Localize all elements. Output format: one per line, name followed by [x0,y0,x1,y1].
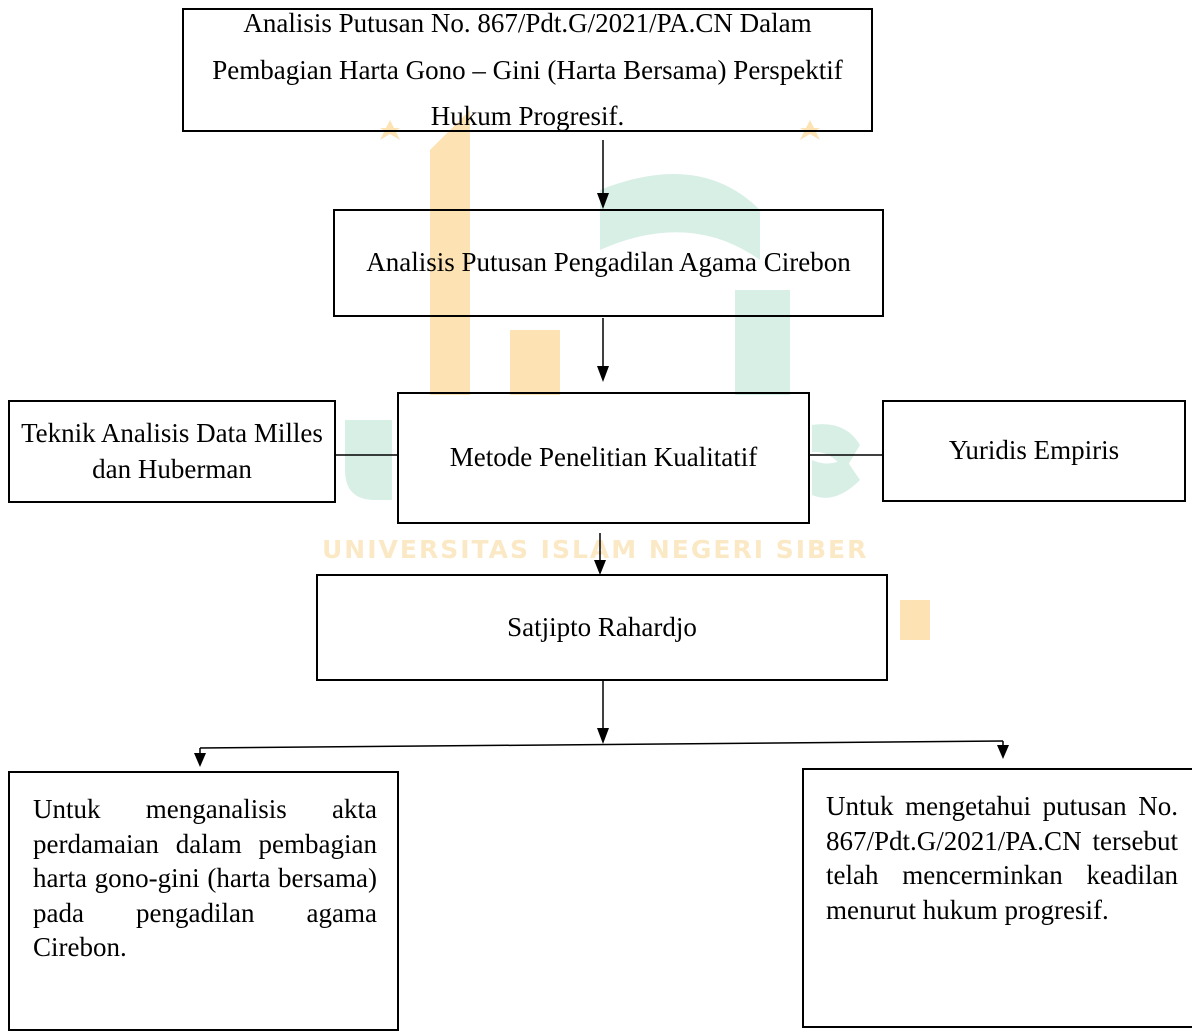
node-court-analysis: Analisis Putusan Pengadilan Agama Cirebo… [333,209,884,317]
arrowhead-objective-1 [194,753,206,767]
arrowhead-court [597,193,609,209]
node-objective-1: Untuk menganalisis akta perdamaian dalam… [8,771,399,1031]
node-title: Analisis Putusan No. 867/Pdt.G/2021/PA.C… [182,8,873,132]
node-method: Metode Penelitian Kualitatif [397,392,810,524]
arrowhead-theorist [594,560,606,575]
node-technique: Teknik Analisis Data Milles dan Huberman [8,400,336,503]
node-approach: Yuridis Empiris [882,400,1186,502]
arrowhead-objective-2 [997,745,1009,759]
arrowhead-method [597,366,609,382]
connector-branch-horizontal [199,740,1004,749]
node-theorist: Satjipto Rahardjo [316,574,888,681]
arrowhead-branch [597,728,609,744]
watermark-text: UNIVERSITAS ISLAM NEGERI SIBER [322,535,869,564]
node-objective-2: Untuk mengetahui putusan No. 867/Pdt.G/2… [802,768,1192,1028]
